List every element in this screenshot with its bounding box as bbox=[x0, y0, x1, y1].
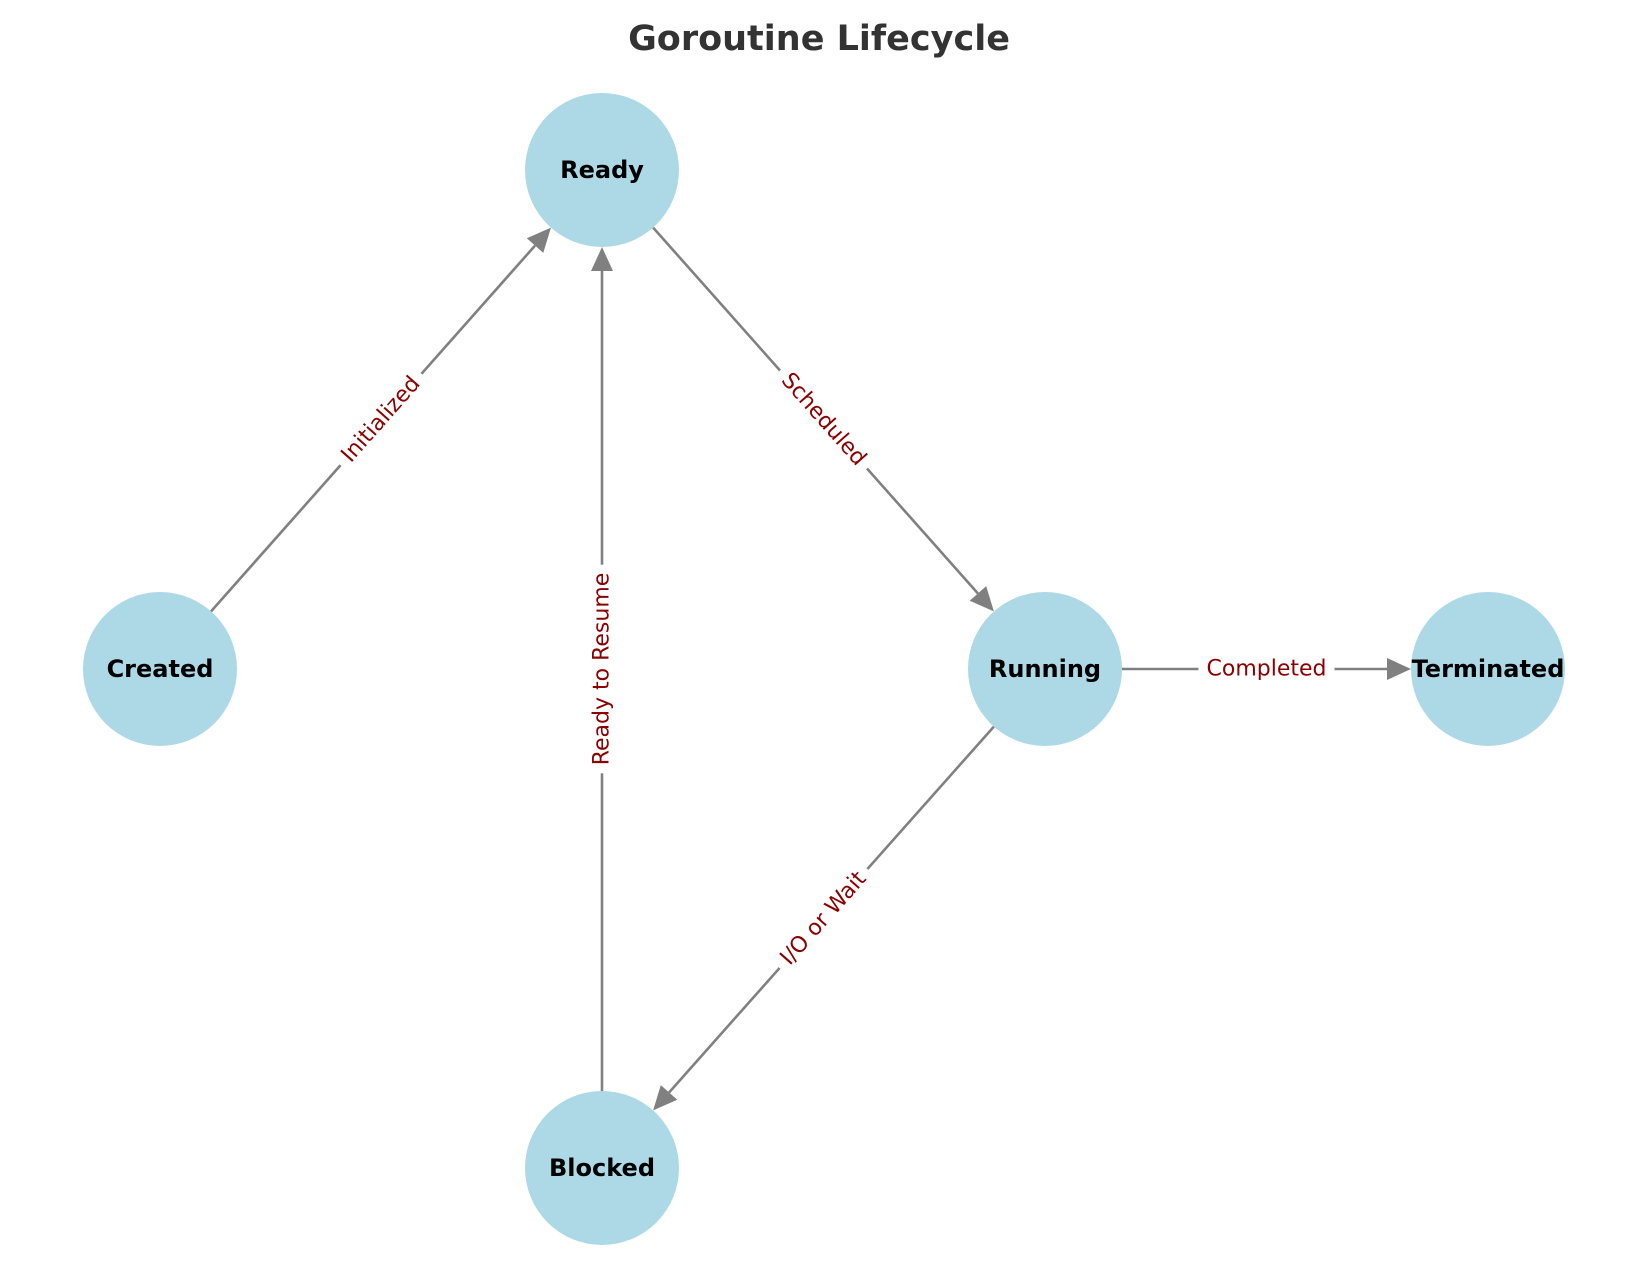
diagram-title: Goroutine Lifecycle bbox=[628, 19, 1010, 59]
edge-label-background bbox=[769, 361, 878, 478]
node-terminated: Terminated bbox=[1411, 592, 1565, 746]
arrow-head bbox=[526, 227, 551, 253]
node-label: Blocked bbox=[549, 1154, 655, 1182]
edge-label-ready-running: Scheduled bbox=[769, 361, 878, 478]
edge-label-background bbox=[588, 564, 616, 774]
node-blocked: Blocked bbox=[525, 1091, 679, 1245]
node-label: Created bbox=[107, 655, 214, 683]
node-label: Ready bbox=[560, 156, 644, 184]
edge-label-running-terminated: Completed bbox=[1198, 655, 1335, 683]
arrow-head bbox=[653, 1085, 678, 1111]
node-label: Running bbox=[989, 655, 1101, 683]
node-circle bbox=[83, 592, 237, 746]
node-circle bbox=[525, 1091, 679, 1245]
edge-label-created-ready: Initialized bbox=[330, 364, 432, 475]
arrow-head bbox=[1387, 658, 1411, 680]
node-circle bbox=[1411, 592, 1565, 746]
arrow-head bbox=[591, 247, 613, 271]
edge-label-running-blocked: I/O or Wait bbox=[769, 859, 878, 978]
edge-label-text: Scheduled bbox=[776, 368, 871, 471]
edge-label-background bbox=[1198, 655, 1335, 683]
node-circle bbox=[968, 592, 1122, 746]
node-running: Running bbox=[968, 592, 1122, 746]
edge-label-text: I/O or Wait bbox=[776, 866, 872, 970]
arrow-head bbox=[969, 586, 994, 612]
edge-label-blocked-ready: Ready to Resume bbox=[588, 564, 616, 774]
node-label: Terminated bbox=[1412, 655, 1565, 683]
edge-label-text: Ready to Resume bbox=[590, 573, 615, 766]
node-circle bbox=[525, 93, 679, 247]
edge-label-background bbox=[769, 859, 878, 978]
node-ready: Ready bbox=[525, 93, 679, 247]
edge-label-text: Initialized bbox=[336, 372, 425, 468]
edge-label-text: Completed bbox=[1207, 657, 1327, 682]
node-created: Created bbox=[83, 592, 237, 746]
edge-label-background bbox=[330, 364, 432, 475]
